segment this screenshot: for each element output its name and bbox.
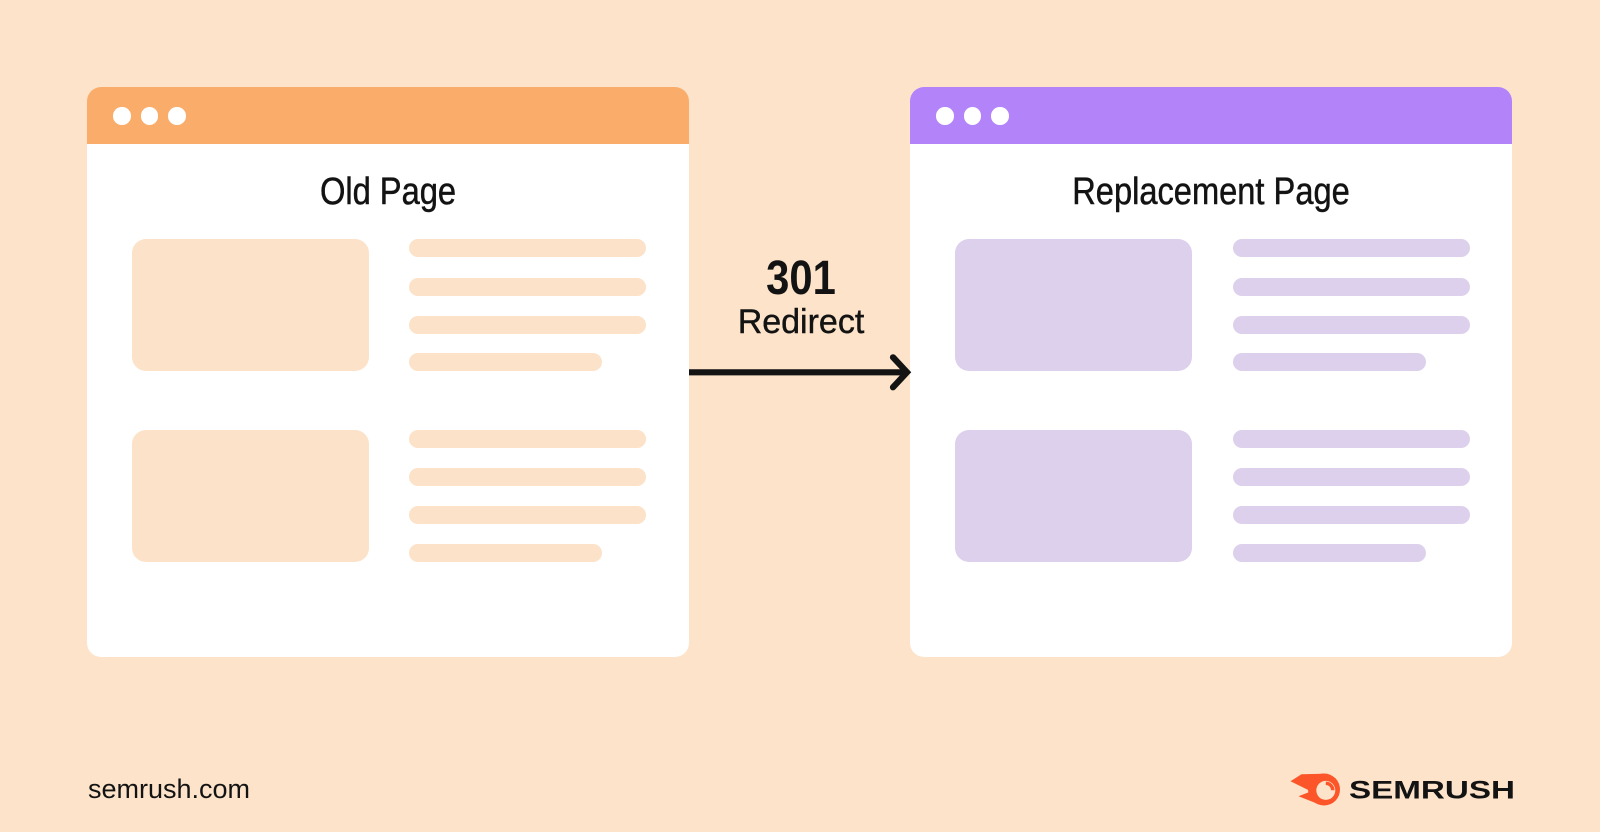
svg-text:SEMRUSH: SEMRUSH (1349, 776, 1515, 804)
